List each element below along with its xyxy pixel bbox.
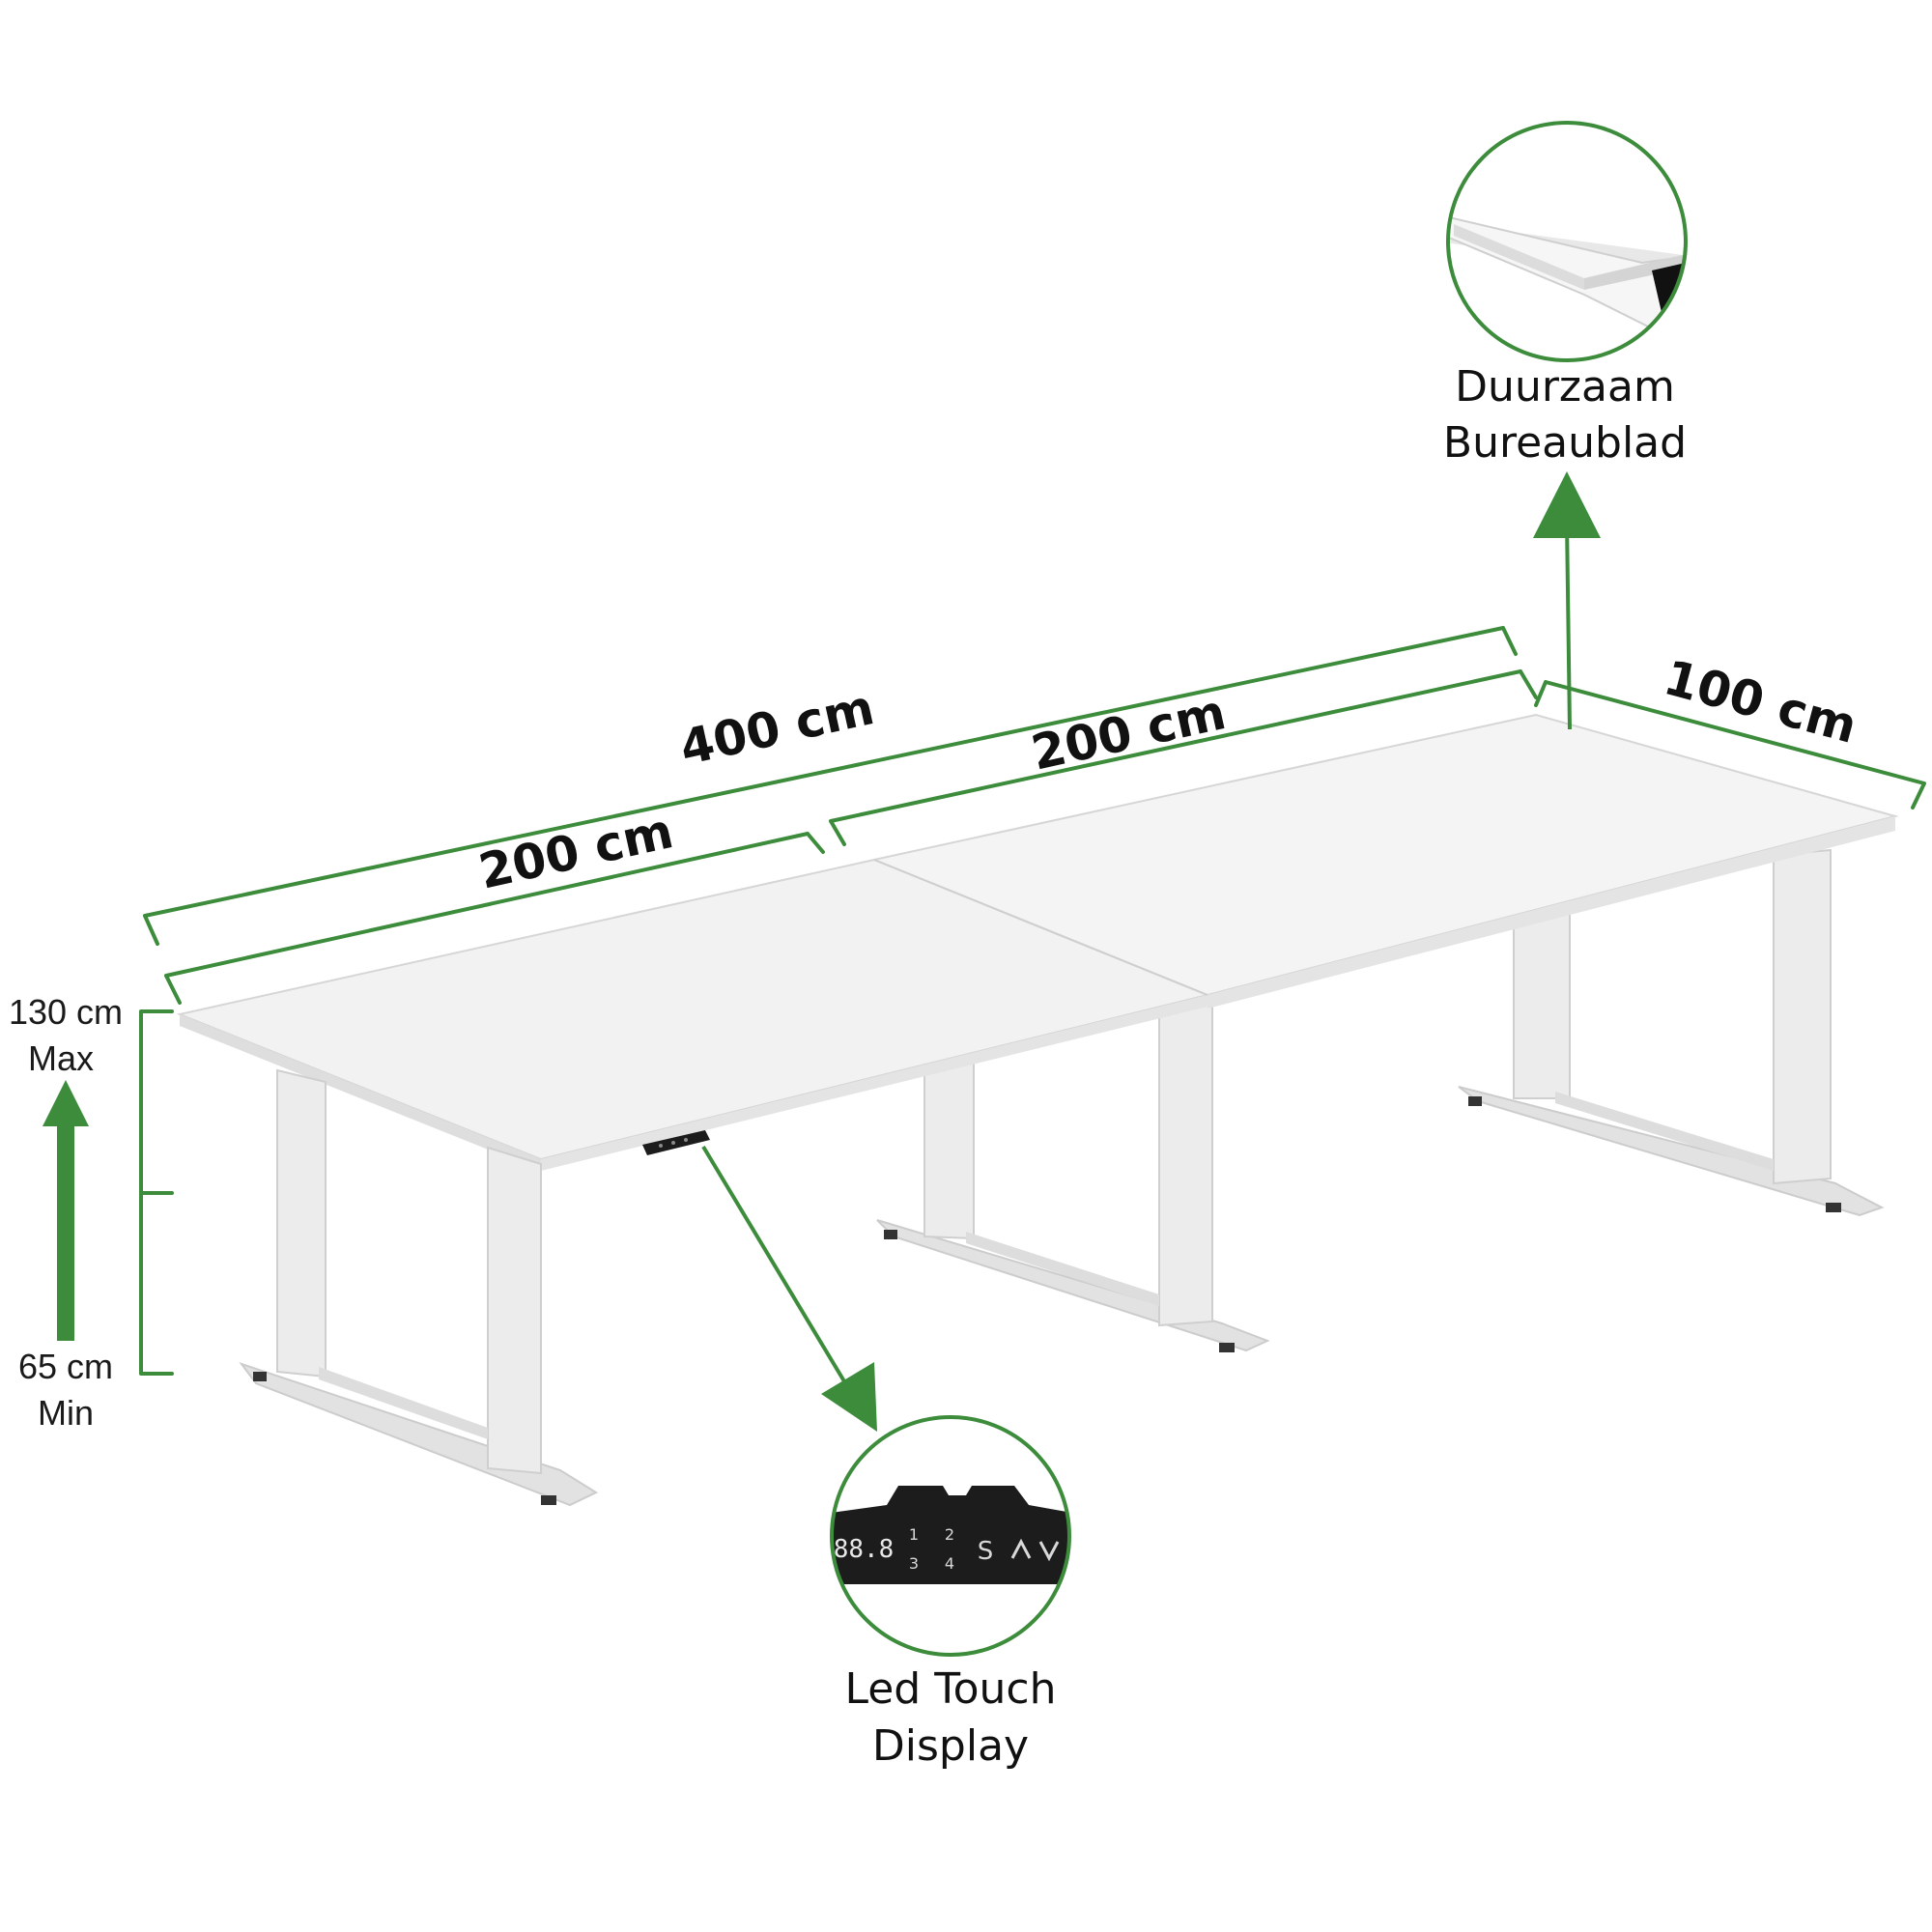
- height-arrow-up-icon: [43, 1080, 89, 1341]
- display-readout: 88.8: [834, 1535, 895, 1564]
- dimension-line-400: [143, 626, 1518, 946]
- height-min-label: Min: [38, 1393, 94, 1433]
- dimension-label-400: 400 cm: [675, 679, 879, 777]
- display-key-s: S: [978, 1537, 994, 1566]
- desk-leg-middle: [876, 1003, 1270, 1352]
- display-key-1: 1: [909, 1525, 919, 1544]
- chevron-up-icon: [1010, 1538, 1032, 1559]
- tabletop-detail-image: [1448, 123, 1686, 360]
- dimension-line-200-right: [829, 669, 1538, 846]
- callout-display-line2: Display: [872, 1721, 1029, 1771]
- desk-top: [176, 713, 1899, 1171]
- callout-tabletop: Duurzaam Bureaublad: [1443, 121, 1688, 730]
- desk-leg-front-left: [239, 1068, 599, 1507]
- dimension-line-200-left: [164, 832, 825, 1005]
- chevron-down-icon: [1038, 1541, 1060, 1562]
- desk-control-panel: [642, 1130, 710, 1155]
- display-key-2: 2: [945, 1525, 954, 1544]
- height-max-value: 130 cm: [9, 992, 123, 1032]
- height-max-label: Max: [28, 1038, 94, 1078]
- callout-arrow-down-icon: [821, 1362, 877, 1432]
- dimension-label-200-right: 200 cm: [1027, 684, 1231, 781]
- height-range: 130 cm Max 65 cm Min: [9, 992, 123, 1433]
- callout-display: 88.8 1 2 3 4 S Led Touch Display: [701, 1145, 1071, 1771]
- dimension-lines: [139, 626, 1926, 1376]
- desk-leg-back-right: [1458, 848, 1885, 1217]
- callout-arrow-up-icon: [1533, 471, 1601, 538]
- height-bracket: [139, 1009, 174, 1376]
- display-detail-image: 88.8 1 2 3 4 S: [832, 1417, 1069, 1655]
- callout-tabletop-line1: Duurzaam: [1455, 362, 1675, 412]
- callout-display-line1: Led Touch: [844, 1664, 1056, 1714]
- display-key-3: 3: [909, 1554, 919, 1573]
- callout-tabletop-line2: Bureaublad: [1443, 418, 1687, 468]
- desk: [176, 713, 1899, 1507]
- display-key-4: 4: [945, 1554, 954, 1573]
- dimension-line-100: [1534, 680, 1926, 810]
- height-min-value: 65 cm: [18, 1347, 113, 1386]
